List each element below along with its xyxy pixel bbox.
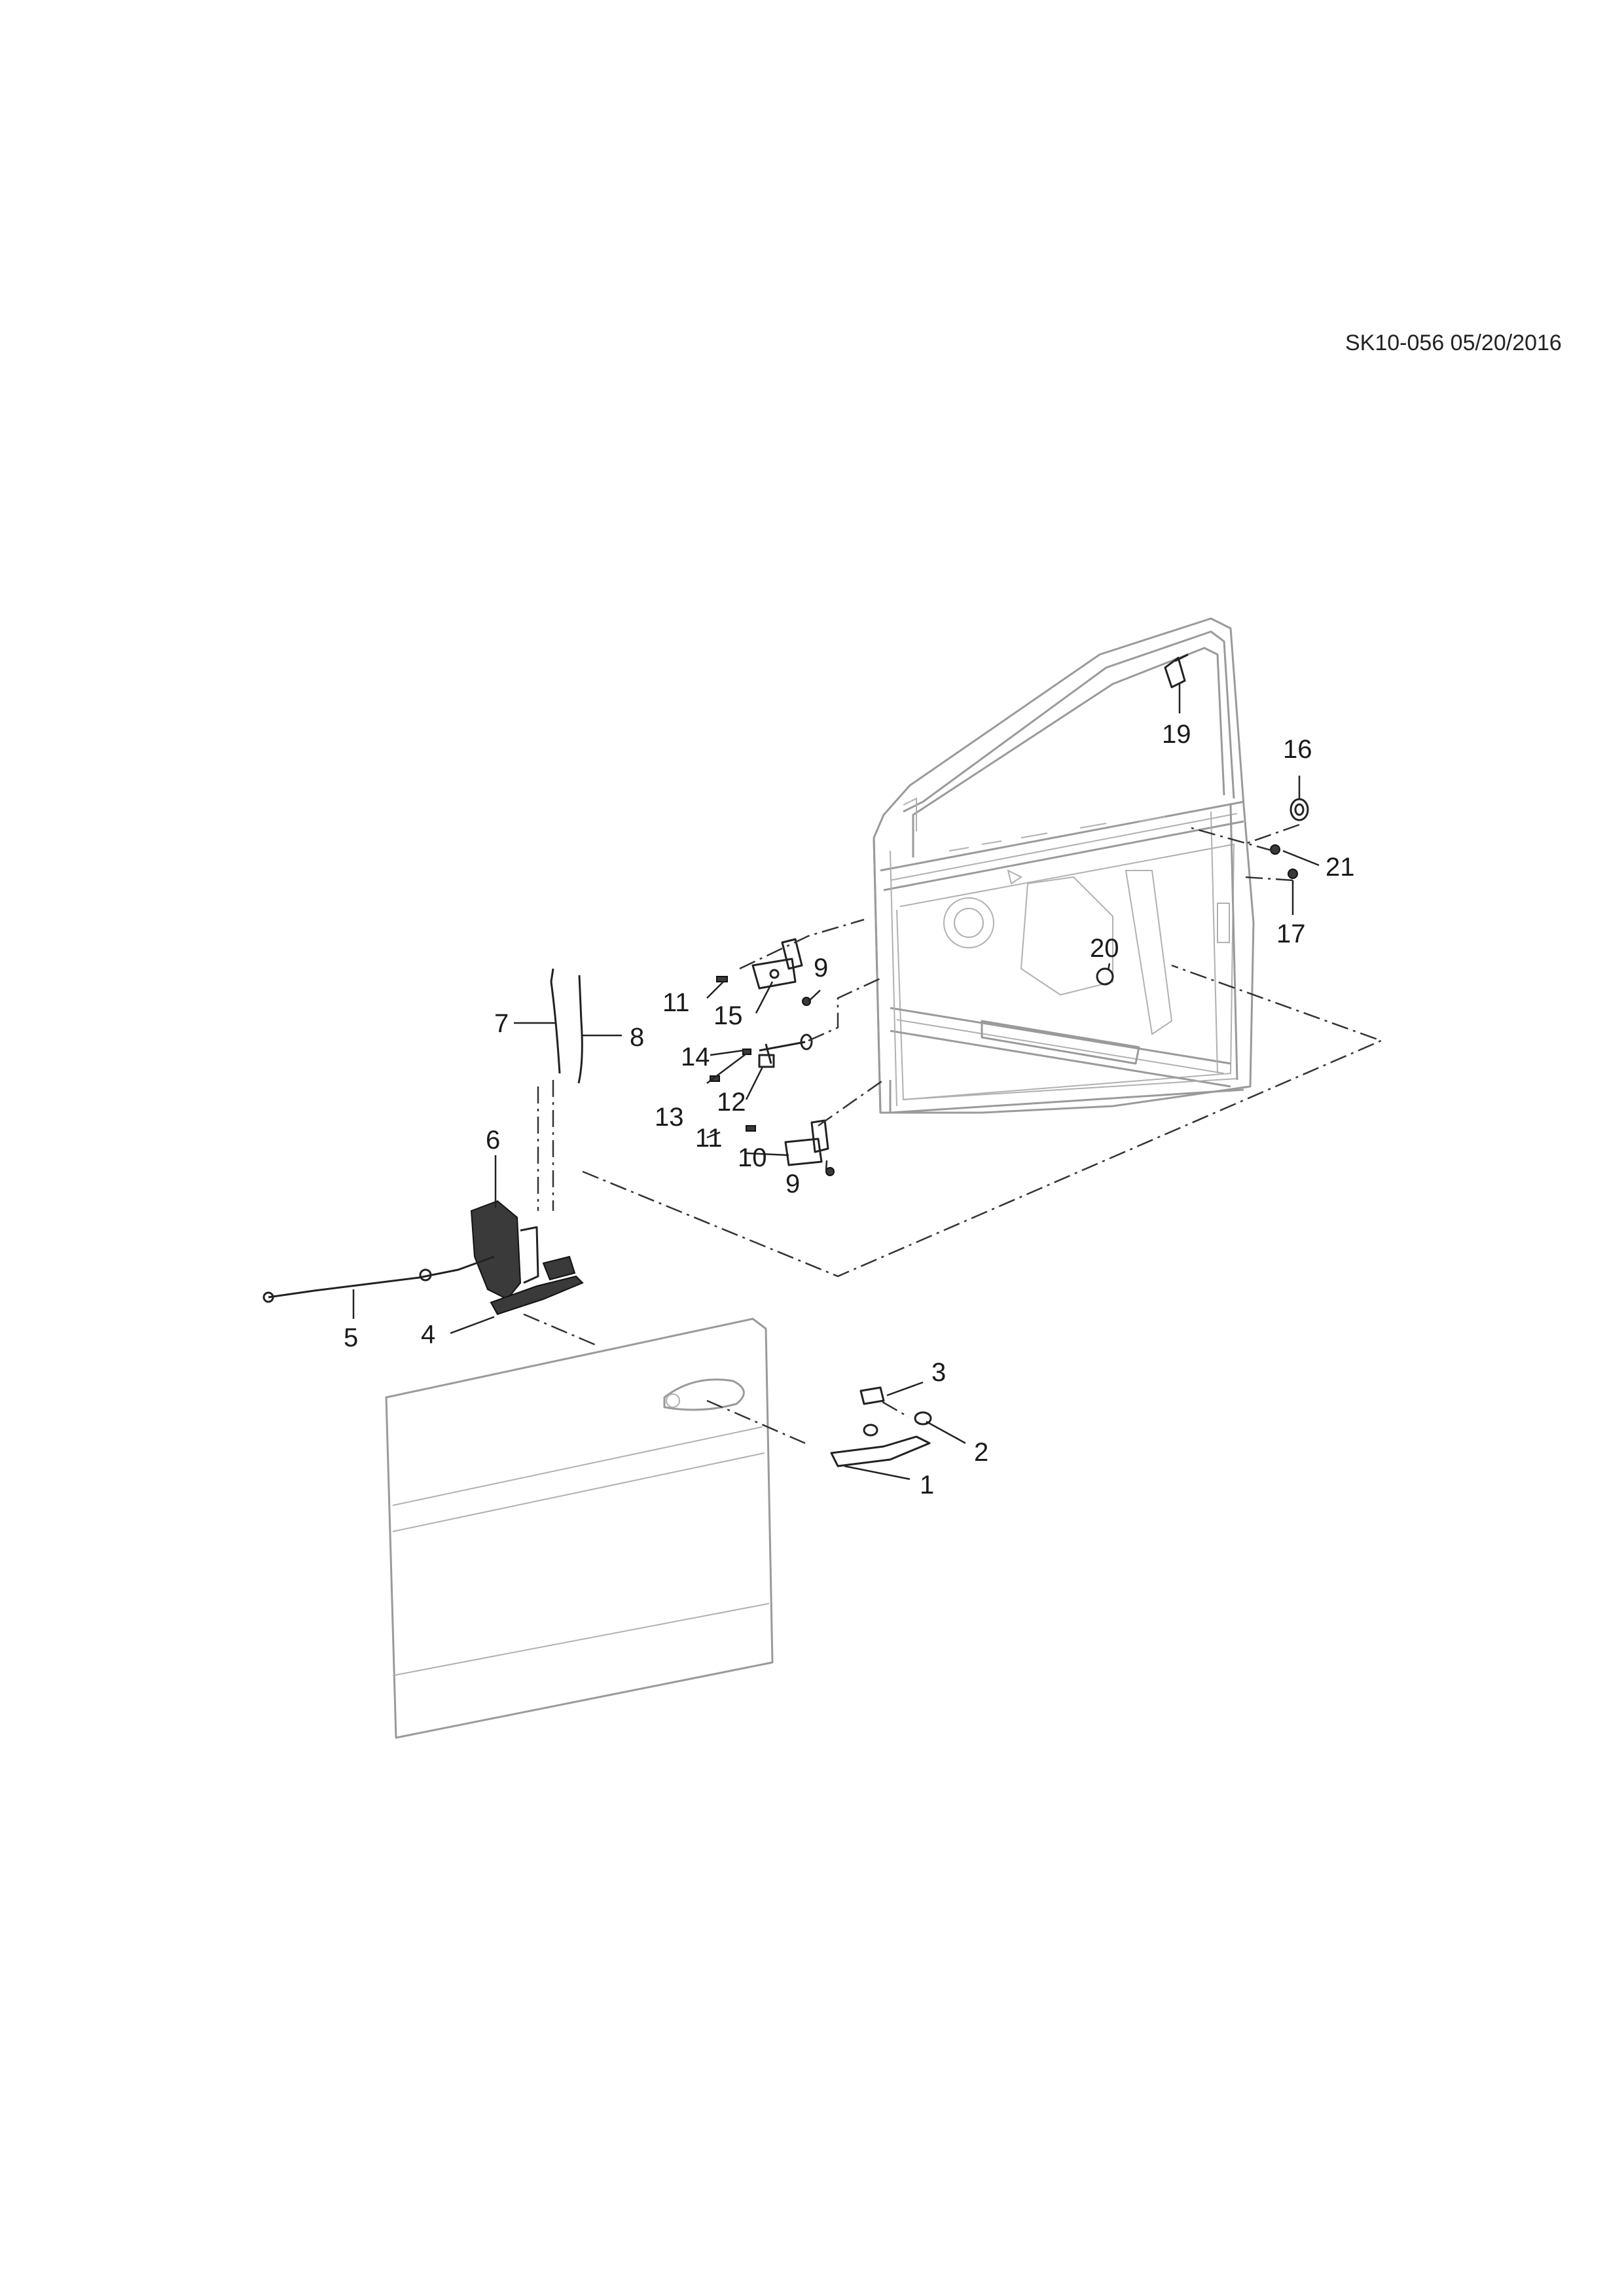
part-20-plug	[1096, 967, 1114, 986]
callout-15: 15	[713, 1001, 743, 1030]
part-1-2-3-outside-handle	[830, 1386, 932, 1467]
callout-11-lower: 11	[695, 1124, 723, 1153]
callout-4: 4	[421, 1320, 435, 1349]
callout-6: 6	[486, 1126, 500, 1155]
drawing-reference-code: SK10-056 05/20/2016	[1345, 331, 1562, 355]
fastener-bolts	[710, 976, 756, 1132]
door-outer-skin	[385, 1318, 774, 1739]
callout-11-upper: 11	[662, 988, 690, 1017]
door-inner-frame	[873, 617, 1255, 1114]
part-19-bracket	[1164, 653, 1189, 689]
part-12-door-check	[758, 1033, 813, 1068]
callout-9-lower: 9	[785, 1170, 800, 1198]
callout-2: 2	[974, 1438, 988, 1467]
part-16-grommet	[1290, 798, 1309, 821]
assembly-lines	[523, 823, 1384, 1444]
callout-8: 8	[630, 1023, 644, 1052]
callout-14: 14	[681, 1043, 710, 1071]
part-17-bolt	[1288, 869, 1298, 879]
part-10-lower-hinge	[784, 1119, 835, 1176]
callout-20: 20	[1090, 934, 1119, 963]
callout-12: 12	[717, 1088, 746, 1117]
callout-1: 1	[920, 1471, 934, 1499]
callout-19: 19	[1162, 720, 1191, 749]
callout-5: 5	[344, 1323, 358, 1352]
callout-7: 7	[494, 1009, 509, 1038]
part-5-cable	[262, 1255, 495, 1303]
callout-numbers: 1 2 3 4 5 6 7 8 9 9 10 11 11 12 13 14 15…	[344, 720, 1355, 1499]
callout-13: 13	[655, 1103, 684, 1132]
callout-3: 3	[931, 1358, 946, 1387]
part-7-8-rods	[550, 968, 583, 1084]
callout-16: 16	[1283, 735, 1312, 764]
part-4-handle-frame	[490, 1255, 584, 1316]
callout-9-upper: 9	[814, 954, 828, 982]
part-15-upper-hinge	[751, 938, 811, 1006]
part-6-door-latch	[470, 1200, 539, 1300]
callout-10: 10	[738, 1143, 767, 1172]
leader-lines	[352, 684, 1320, 1480]
callout-21: 21	[1326, 853, 1355, 882]
part-21-nut	[1270, 844, 1280, 855]
callout-17: 17	[1276, 920, 1306, 948]
